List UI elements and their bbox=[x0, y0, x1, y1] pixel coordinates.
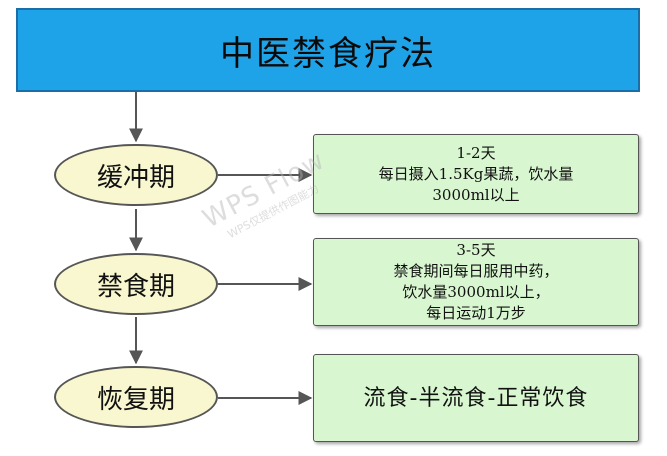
stage-3-oval: 恢复期 bbox=[54, 366, 218, 428]
stage-3-detail-line: 流食-半流食-正常饮食 bbox=[363, 385, 589, 411]
stage-2-detail-line: 禁食期间每日服用中药， bbox=[393, 262, 559, 280]
diagram-title: 中医禁食疗法 bbox=[16, 8, 640, 92]
stage-2-detail-line: 每日运动1万步 bbox=[426, 304, 526, 322]
stage-2-detail-line: 饮水量3000ml以上， bbox=[402, 283, 550, 301]
stage-1-detail-line: 1-2天 bbox=[456, 143, 496, 162]
stage-1-detail-line: 每日摄入1.5Kg果蔬，饮水量 bbox=[378, 164, 574, 183]
stage-2-detail-line: 3-5天 bbox=[456, 241, 496, 259]
stage-1-detail-line: 3000ml以上 bbox=[432, 185, 520, 204]
stage-3-detail-card: 流食-半流食-正常饮食 bbox=[313, 354, 639, 442]
stage-1-detail-card: 1-2天 每日摄入1.5Kg果蔬，饮水量 3000ml以上 bbox=[313, 134, 639, 214]
stage-2-oval: 禁食期 bbox=[54, 253, 218, 315]
stage-1-oval: 缓冲期 bbox=[54, 144, 218, 206]
stage-2-detail-card: 3-5天 禁食期间每日服用中药， 饮水量3000ml以上， 每日运动1万步 bbox=[313, 238, 639, 326]
